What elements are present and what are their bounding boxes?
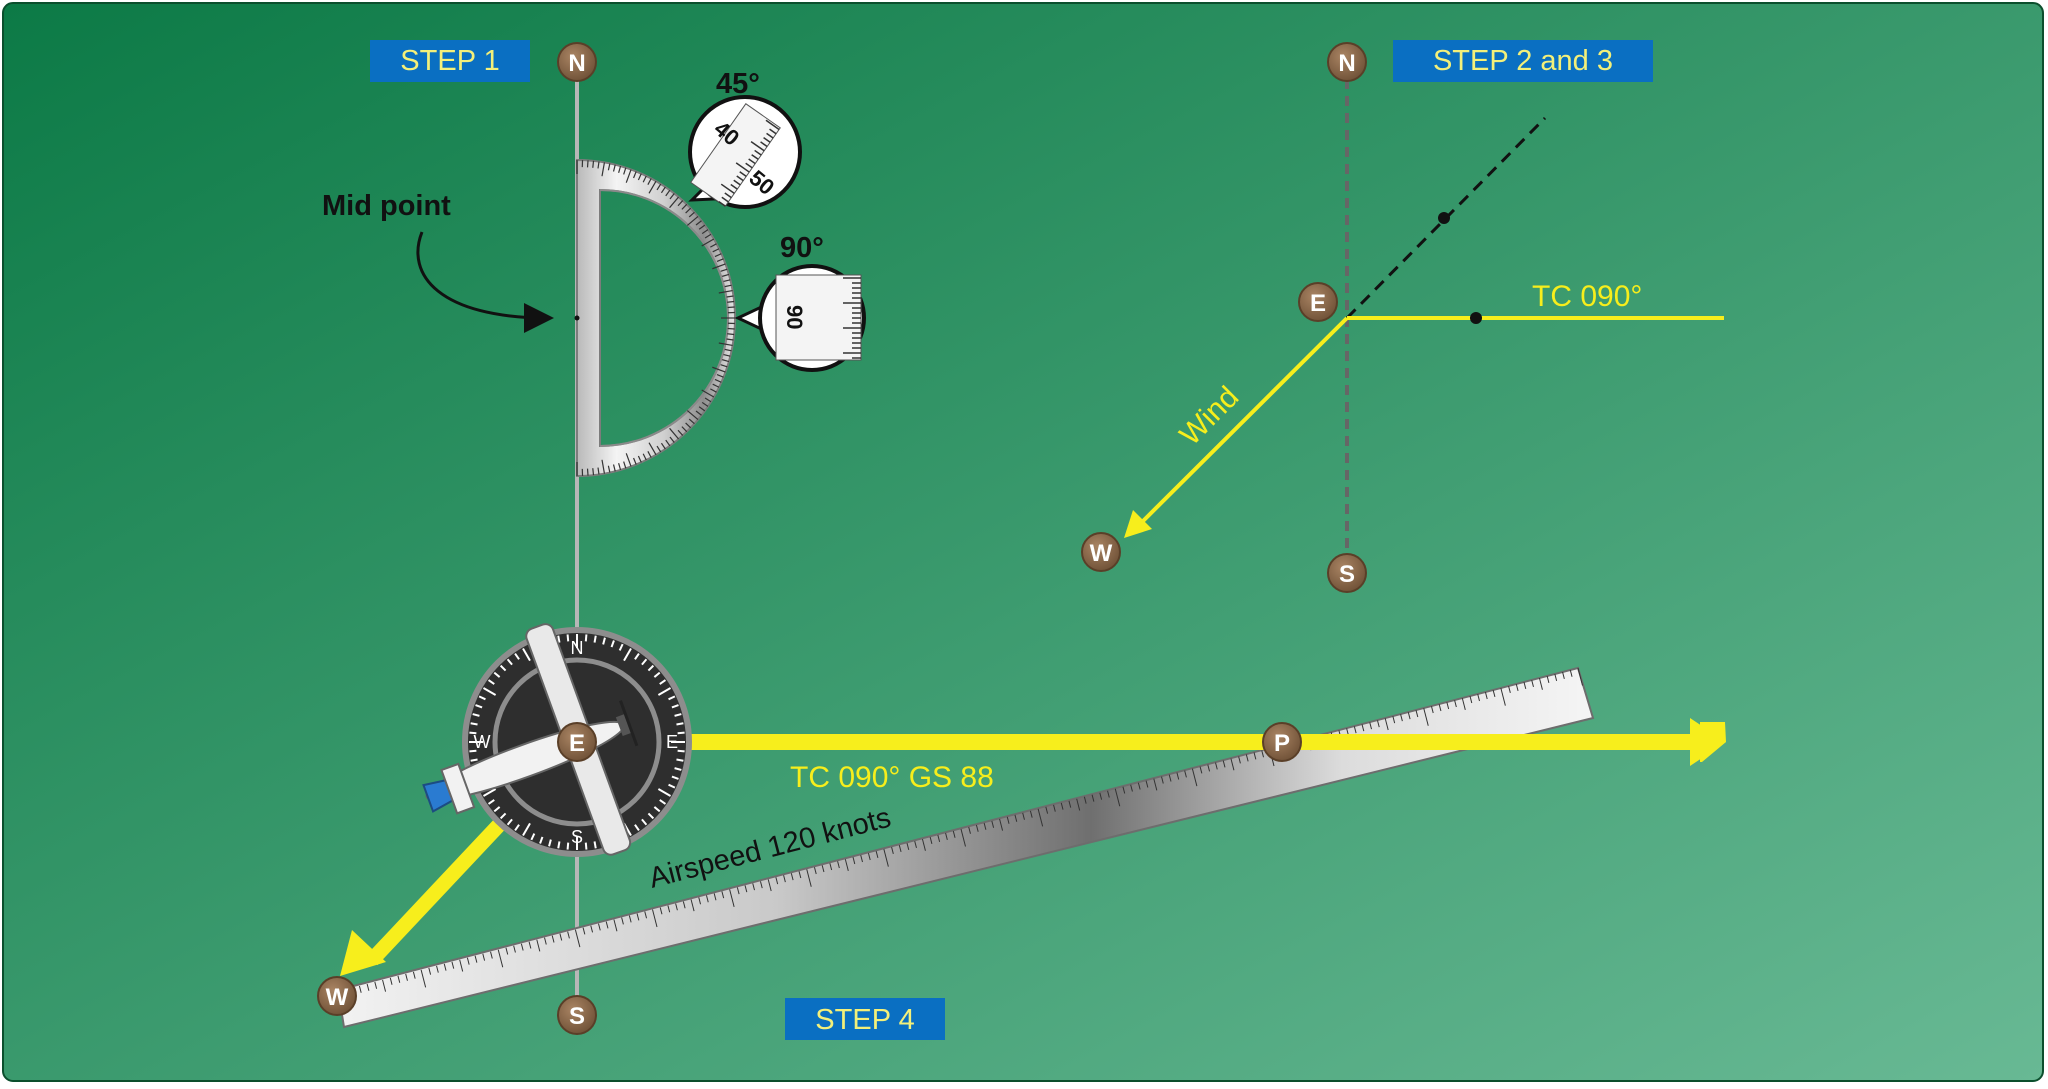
- step23-label: STEP 2 and 3: [1433, 45, 1613, 77]
- angle-45-label: 45°: [716, 68, 760, 100]
- badge-s-step23: S: [1328, 554, 1366, 592]
- svg-text:S: S: [1339, 561, 1355, 588]
- badge-p-step4: P: [1263, 723, 1301, 761]
- tc-090-label: TC 090°: [1532, 280, 1642, 313]
- step1-label-box: STEP 1: [370, 40, 530, 82]
- svg-text:E: E: [666, 732, 678, 752]
- svg-text:S: S: [569, 1003, 585, 1030]
- svg-text:N: N: [1338, 50, 1355, 77]
- svg-text:E: E: [1310, 290, 1326, 317]
- step4-label: STEP 4: [815, 1004, 914, 1036]
- badge-n-step23: N: [1328, 43, 1366, 81]
- tc-gs-label: TC 090° GS 88: [790, 761, 994, 794]
- badge-w-step4: W: [318, 977, 356, 1015]
- angle-90-label: 90°: [780, 232, 824, 264]
- background-panel: [3, 3, 2043, 1081]
- svg-text:W: W: [326, 984, 349, 1011]
- svg-text:N: N: [571, 638, 584, 658]
- svg-text:W: W: [1090, 540, 1113, 567]
- step4-label-box: STEP 4: [785, 998, 945, 1040]
- svg-text:S: S: [571, 827, 583, 847]
- mid-point-label: Mid point: [322, 190, 451, 222]
- badge-s-step4: S: [558, 996, 596, 1034]
- step1-label: STEP 1: [400, 45, 499, 77]
- svg-text:W: W: [474, 732, 491, 752]
- step23-diagonal-dot: [1438, 212, 1450, 224]
- badge-e-step23: E: [1299, 283, 1337, 321]
- mag-90-label: 90: [782, 305, 807, 329]
- svg-text:E: E: [569, 730, 585, 757]
- step23-course-dot: [1470, 312, 1482, 324]
- svg-text:N: N: [568, 50, 585, 77]
- svg-text:P: P: [1274, 730, 1290, 757]
- badge-w-step23: W: [1082, 533, 1120, 571]
- step23-label-box: STEP 2 and 3: [1393, 40, 1653, 82]
- badge-e-step4: E: [558, 723, 596, 761]
- badge-n-step1: N: [558, 43, 596, 81]
